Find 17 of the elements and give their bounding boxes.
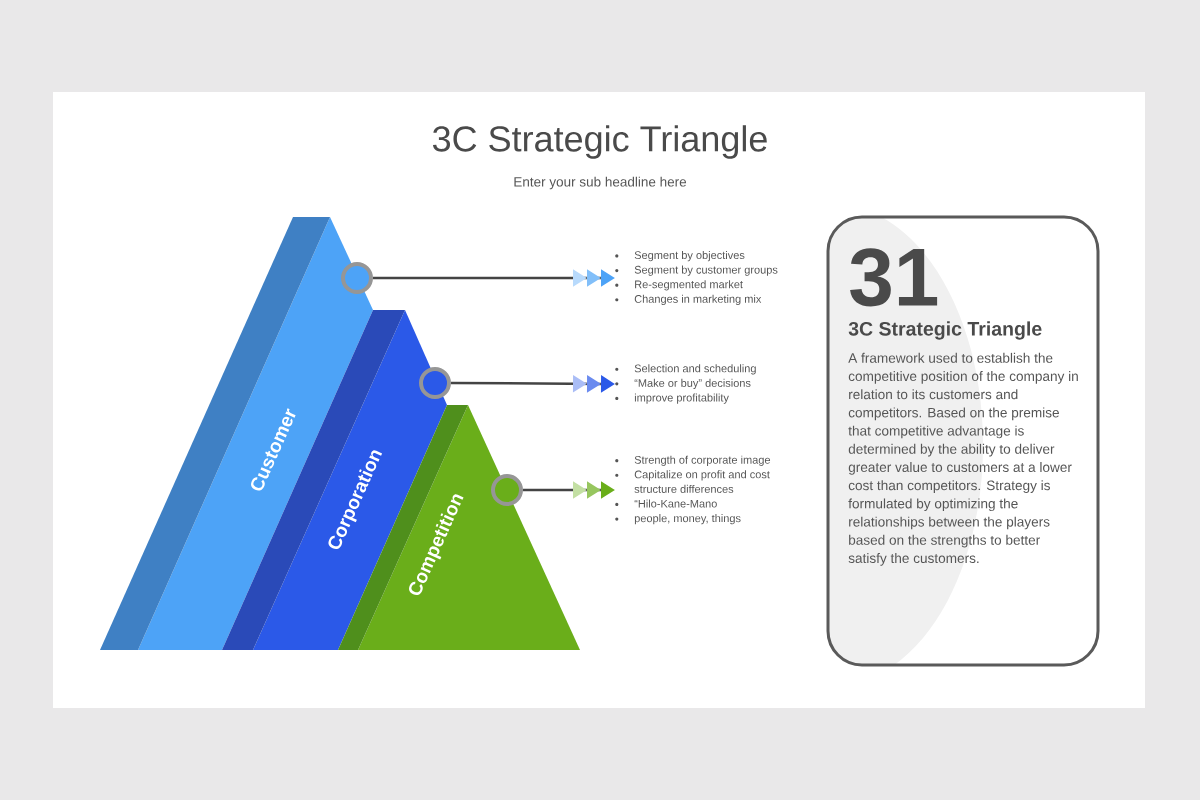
- bullet-item: “Hilo-Kane-Mano: [615, 499, 717, 508]
- card-heading: 3C Strategic Triangle: [848, 321, 1042, 340]
- info-card: [826, 215, 1100, 667]
- title: 3C Strategic Triangle: [432, 125, 767, 159]
- bullet-item: Selection and scheduling: [615, 364, 756, 375]
- bullet-item: Segment by customer groups: [615, 265, 778, 276]
- bullet-item: people, money, things: [615, 514, 741, 525]
- big-number: 31: [850, 248, 938, 307]
- subtitle: Enter your sub headline here: [514, 176, 687, 190]
- bullet-item: Strength of corporate image: [615, 455, 771, 466]
- card-body: A framework used to establish the competitive position of the company in relation to its customers and competitors. Based on the premise that competitive advantage is determined by the ability to deliver greater value to customers at a lower cost than competitors. Strategy is formulated by optimizing the relationships between the players based on the strengths to better satisfy the customers.: [848, 352, 1078, 566]
- bullet-item: Capitalize on profit and cost structure differences: [615, 470, 770, 493]
- bullet-item: Re-segmented market: [615, 280, 743, 291]
- bullet-item: Changes in marketing mix: [615, 294, 762, 305]
- bullet-item: improve profitability: [615, 393, 729, 404]
- bullet-item: “Make or buy” decisions: [615, 378, 751, 390]
- bullet-item: Segment by objectives: [615, 250, 745, 262]
